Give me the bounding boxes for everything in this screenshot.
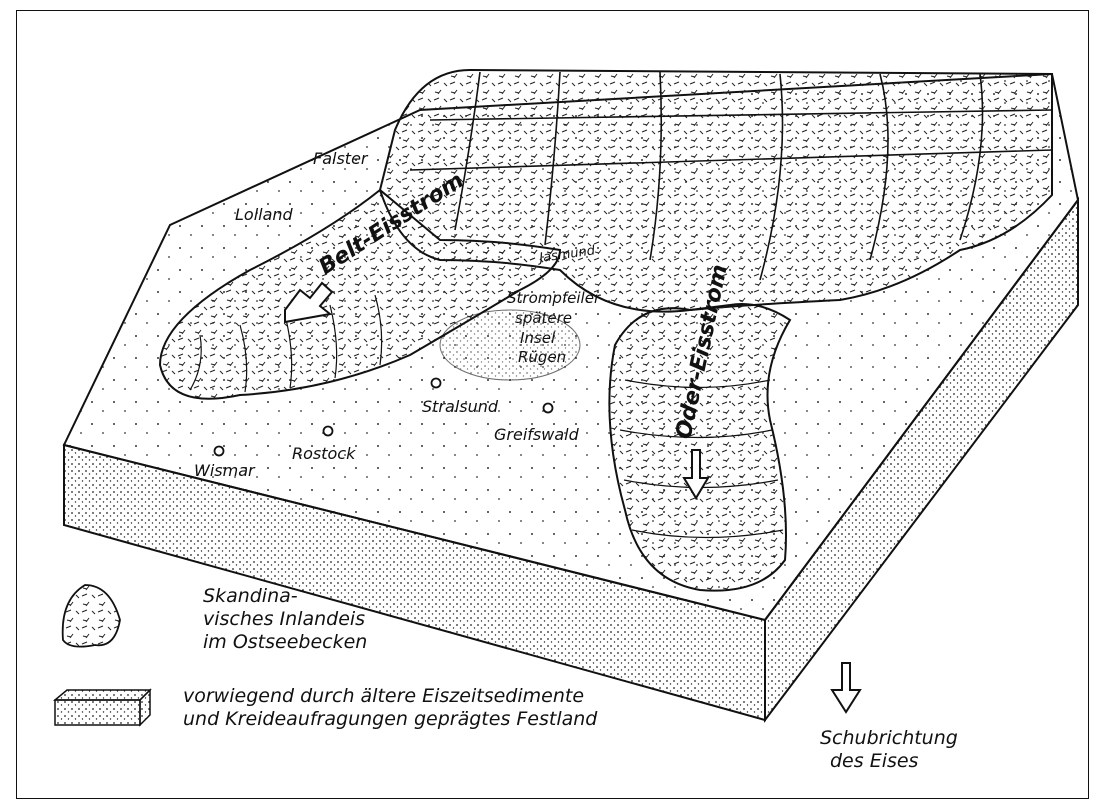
legend-ice-line-2: visches Inlandeis bbox=[203, 608, 365, 630]
label-rugen-line-4: Rügen bbox=[518, 348, 566, 366]
legend-land-symbol bbox=[55, 690, 150, 725]
legend-ice-symbol bbox=[63, 585, 120, 647]
label-greifswald: Greifswald bbox=[494, 425, 580, 444]
legend-ice-line-1: Skandina- bbox=[203, 585, 298, 607]
legend-arrow-line-1: Schubrichtung bbox=[820, 727, 958, 749]
label-rostock: Rostock bbox=[292, 444, 356, 463]
label-falster: Falster bbox=[313, 149, 369, 168]
label-rugen-line-2: spätere bbox=[515, 309, 572, 327]
label-lolland: Lolland bbox=[235, 205, 294, 224]
legend-arrow-line-2: des Eises bbox=[830, 750, 919, 772]
legend-land-line-2: und Kreideaufragungen geprägtes Festland bbox=[183, 708, 598, 730]
legend-arrow-symbol bbox=[832, 663, 860, 712]
label-stralsund: Stralsund bbox=[422, 397, 499, 416]
legend-ice-line-3: im Ostseebecken bbox=[203, 631, 367, 653]
label-rugen-line-1: Strompfeiler bbox=[507, 289, 601, 307]
legend-land-line-1: vorwiegend durch ältere Eiszeitsedimente bbox=[183, 685, 584, 707]
label-rugen-line-3: Insel bbox=[520, 329, 556, 347]
label-wismar: Wismar bbox=[194, 461, 256, 480]
